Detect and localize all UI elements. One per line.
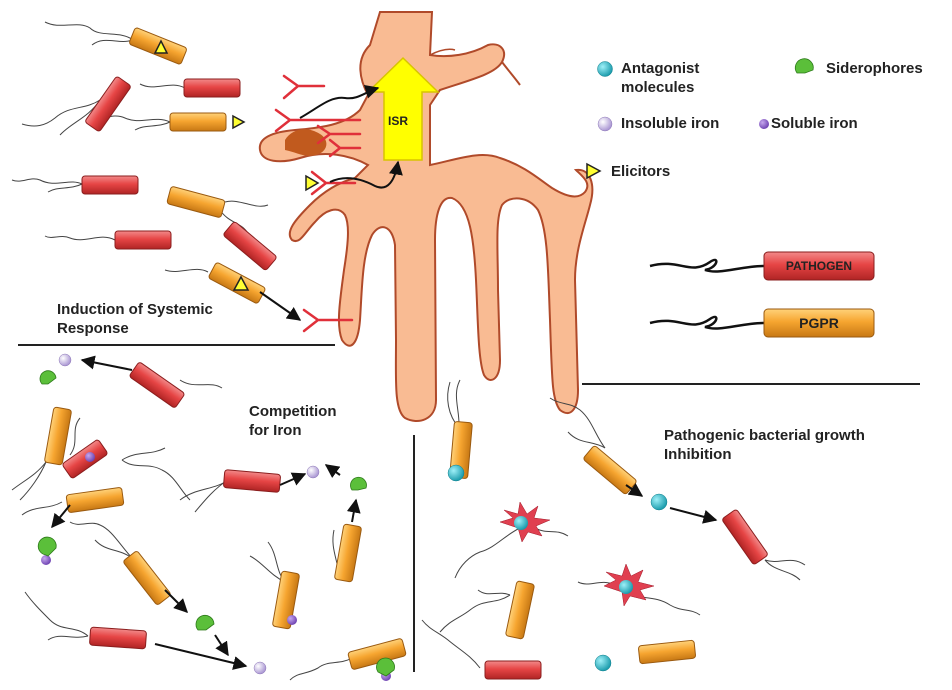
key-pathogen-label: PATHOGEN [764, 259, 874, 273]
pgpr-cell [505, 581, 534, 640]
pathogen-cell [223, 221, 277, 271]
root-shape [260, 12, 593, 421]
legend-insoluble-iron-label: Insoluble iron [621, 115, 719, 132]
antagonist-icon [448, 465, 464, 481]
pathogen-cell [184, 79, 240, 97]
legend-siderophores-label: Siderophores [826, 60, 923, 77]
section-iron-line2: for Iron [249, 421, 337, 440]
pathogen-cell [223, 470, 280, 493]
legend-antagonist-icon [598, 62, 613, 77]
siderophore-icon [377, 658, 395, 676]
pgpr-cell [123, 550, 172, 605]
pgpr-cell [170, 113, 226, 131]
elicitor-icon [306, 176, 318, 190]
pathogen-cell [722, 509, 769, 565]
section-iron-title: Competition for Iron [249, 402, 337, 440]
section-inhibition-line1: Pathogenic bacterial growth [664, 426, 865, 445]
soluble-iron-icon [287, 615, 297, 625]
section-inhibition-line2: Inhibition [664, 445, 865, 464]
root-tip-right [502, 62, 520, 85]
antagonist-icon [651, 494, 667, 510]
legend-antagonist-line1: Antagonist [621, 59, 699, 78]
pgpr-cell [334, 524, 361, 582]
section-isr-line2: Response [57, 319, 213, 338]
soluble-iron-icon [85, 452, 95, 462]
root-system [260, 12, 593, 421]
dividers [18, 345, 920, 672]
soluble-iron-icon [41, 555, 51, 565]
antagonist-icon [514, 516, 528, 530]
insoluble-iron-icon [59, 354, 71, 366]
section-isr-title: Induction of Systemic Response [57, 300, 213, 338]
pathogen-cell [62, 439, 108, 479]
legend-siderophore-icon [795, 59, 813, 73]
pgpr-cell [638, 640, 696, 664]
pathogen-cell [129, 362, 185, 409]
pgpr-cell [44, 407, 71, 465]
legend-soluble-iron-label: Soluble iron [771, 115, 858, 132]
insoluble-iron-icon [307, 466, 319, 478]
antagonist-icon [619, 580, 633, 594]
pathogen-cell [485, 661, 541, 679]
pathogen-cell [115, 231, 171, 249]
legend-insoluble-iron-icon [598, 117, 612, 131]
pathogen-cell [89, 627, 146, 649]
receptor [284, 76, 324, 98]
antagonist-icon [595, 655, 611, 671]
elicitor-icon [233, 116, 244, 128]
legend-antagonist-label: Antagonist molecules [621, 59, 699, 97]
insoluble-iron-icon [254, 662, 266, 674]
key-pgpr-label: PGPR [764, 315, 874, 331]
pgpr-cell [167, 186, 226, 218]
siderophore-icon [38, 537, 56, 556]
root-hair-top [430, 49, 455, 55]
siderophore-icon [40, 371, 56, 384]
siderophore-icon [196, 615, 214, 630]
section-isr-line1: Induction of Systemic [57, 300, 213, 319]
legend-elicitor-icon [587, 164, 600, 178]
section-iron-line1: Competition [249, 402, 337, 421]
isr-label: ISR [388, 114, 408, 128]
siderophore-icon [350, 477, 366, 490]
pgpr-cell [66, 487, 124, 513]
section-inhibition-title: Pathogenic bacterial growth Inhibition [664, 426, 865, 464]
legend-elicitors-label: Elicitors [611, 163, 670, 180]
legend-antagonist-line2: molecules [621, 78, 699, 97]
legend-soluble-iron-icon [759, 119, 769, 129]
pathogen-cell [82, 176, 138, 194]
